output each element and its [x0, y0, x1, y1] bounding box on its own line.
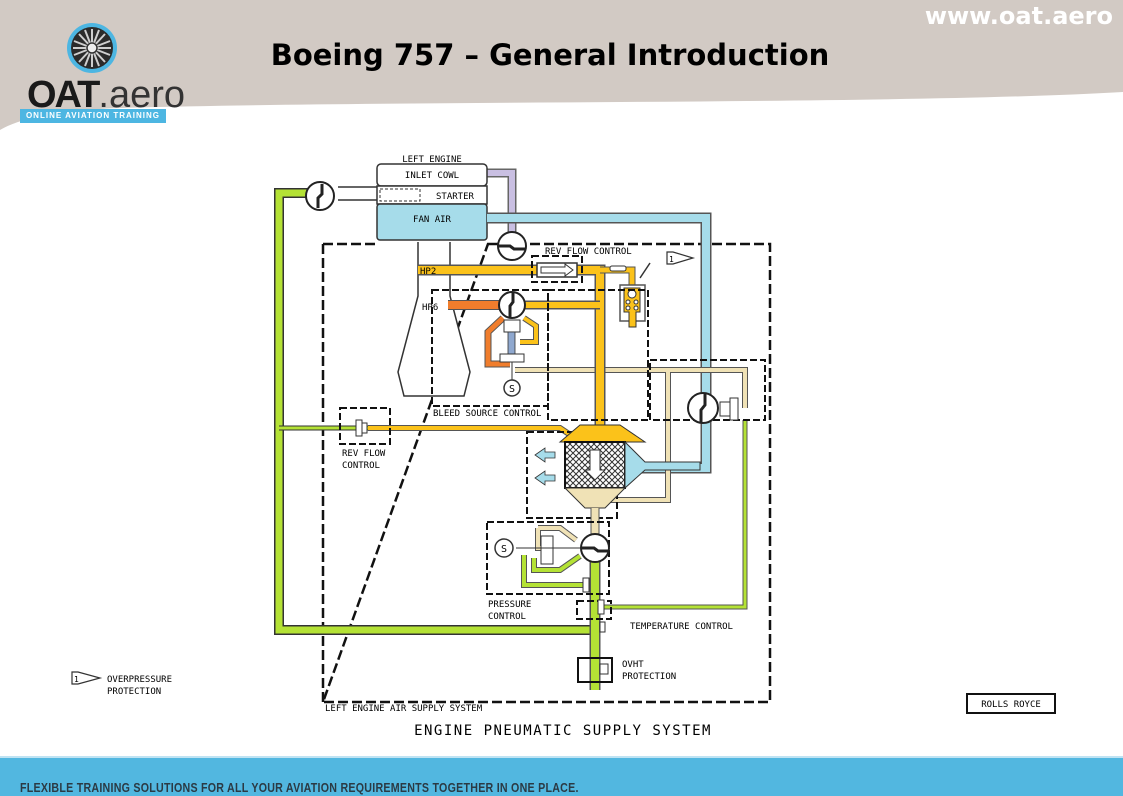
left-engine — [376, 163, 488, 397]
footer-slogan: FLEXIBLE TRAINING SOLUTIONS FOR ALL YOUR… — [20, 780, 579, 795]
regulated-air-duct — [274, 188, 596, 635]
solenoid-label-1: S — [509, 384, 515, 395]
manufacturer-label: ROLLS ROYCE — [981, 700, 1041, 710]
legend: 1 OVERPRESSURE PROTECTION — [71, 671, 172, 697]
flow-arrow-icon — [540, 263, 574, 277]
fan-air-modulating-valve[interactable] — [687, 392, 739, 424]
ovht-label-2: PROTECTION — [622, 672, 676, 682]
page-title: Boeing 757 – General Introduction — [270, 38, 830, 72]
rev-flow-control-left-label-2: CONTROL — [342, 461, 380, 471]
diagram-caption: ENGINE PNEUMATIC SUPPLY SYSTEM — [414, 723, 712, 739]
oat-logo[interactable]: OAT.aero ONLINE AVIATION TRAINING — [20, 22, 185, 126]
starter-label: STARTER — [436, 192, 475, 202]
pressure-control-box — [486, 521, 610, 595]
manufacturer-box: ROLLS ROYCE — [966, 693, 1056, 714]
rev-flow-check-valve-left[interactable] — [355, 419, 368, 437]
svg-text:1: 1 — [669, 255, 674, 264]
note-flag-icon: 1 — [666, 251, 696, 265]
inlet-cowl-label: INLET COWL — [405, 171, 459, 181]
rev-flow-control-top-label: REV FLOW CONTROL — [545, 247, 632, 257]
sense-lines — [515, 367, 748, 503]
temperature-control-label: TEMPERATURE CONTROL — [630, 622, 733, 632]
website-url[interactable]: www.oat.aero — [924, 2, 1113, 30]
bleed-source-control-label: BLEED SOURCE CONTROL — [433, 409, 541, 419]
fan-air-label: FAN AIR — [413, 215, 452, 225]
rev-flow-valve-top[interactable] — [497, 231, 527, 261]
starter-duct — [338, 186, 380, 201]
system-label: LEFT ENGINE AIR SUPPLY SYSTEM — [325, 704, 483, 714]
hp2-label: HP2 — [420, 267, 436, 277]
pressure-control-label-1: PRESSURE — [488, 600, 531, 610]
hp6-label: HP6 — [422, 303, 438, 313]
solenoid-label-2: S — [501, 544, 507, 555]
legend-line-1: OVERPRESSURE — [107, 675, 172, 685]
legend-line-2: PROTECTION — [107, 687, 161, 697]
header-background — [0, 0, 1123, 130]
hp6-duct — [448, 300, 539, 368]
logo-tagline: ONLINE AVIATION TRAINING — [20, 109, 166, 123]
pressure-control-label-2: CONTROL — [488, 612, 526, 622]
left-engine-label: LEFT ENGINE — [402, 155, 462, 165]
precooler — [558, 424, 701, 509]
note-flag-icon — [71, 671, 103, 685]
jet-engine-fan-icon — [67, 23, 117, 73]
starter-valve[interactable] — [305, 181, 335, 211]
hp2-duct — [368, 264, 636, 443]
rev-flow-control-left-label-1: REV FLOW — [342, 449, 386, 459]
legend-flag-number: 1 — [74, 675, 79, 684]
footer-bar: FLEXIBLE TRAINING SOLUTIONS FOR ALL YOUR… — [0, 756, 1123, 796]
ovht-label-1: OVHT — [622, 660, 644, 670]
pneumatic-diagram: LEFT ENGINE INLET COWL STARTER FAN AIR — [71, 155, 1056, 739]
hp-shutoff-valve[interactable]: S — [498, 291, 526, 397]
ovht-sensor[interactable] — [599, 663, 609, 675]
exhaust-arrows — [534, 447, 556, 486]
pressure-regulating-valve[interactable]: S — [494, 525, 610, 593]
